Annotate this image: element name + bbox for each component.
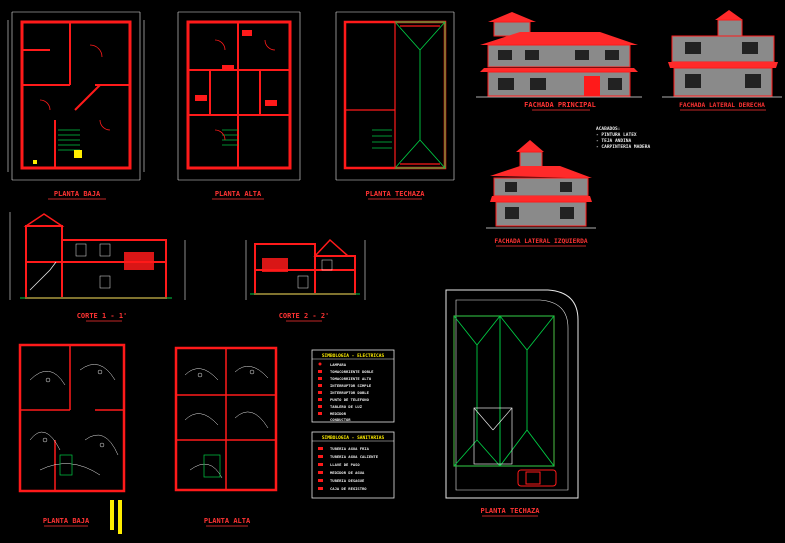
fachada-lateral-izquierda: FACHADA LATERAL IZQUIERDA — [486, 140, 596, 247]
sheet-title: PLANTA ALTA — [204, 517, 251, 525]
sheet-title: FACHADA LATERAL DERECHA — [679, 102, 765, 109]
notes-block: ACABADOS: - PINTURA LATEX - TEJA ANDINA … — [596, 126, 650, 150]
svg-text:ACABADOS:: ACABADOS: — [596, 126, 620, 132]
fachada-principal: FACHADA PRINCIPAL — [476, 12, 642, 111]
planta-alta-plan: PLANTA ALTA — [177, 11, 301, 200]
svg-text:TUBERIA AGUA CALIENTE: TUBERIA AGUA CALIENTE — [330, 454, 379, 459]
svg-text:TABLERO DE LUZ: TABLERO DE LUZ — [330, 404, 363, 409]
svg-text:LAMPARA: LAMPARA — [330, 362, 347, 367]
instalaciones-planta-alta: PLANTA ALTA — [174, 346, 278, 527]
corte-2-section: CORTE 2 - 2' — [245, 238, 366, 322]
sheet-title: PLANTA TECHAZA — [365, 190, 425, 198]
svg-text:CAJA DE REGISTRO: CAJA DE REGISTRO — [330, 486, 367, 491]
planta-baja-plan: PLANTA BAJA — [7, 11, 145, 200]
svg-text:CONDUCTOR: CONDUCTOR — [330, 417, 351, 422]
svg-text:SIMBOLOGIA - SANITARIAS: SIMBOLOGIA - SANITARIAS — [322, 435, 385, 441]
svg-text:MEDIDOR DE AGUA: MEDIDOR DE AGUA — [330, 470, 365, 475]
svg-text:MEDIDOR: MEDIDOR — [330, 411, 347, 416]
sheet-title: PLANTA ALTA — [215, 190, 262, 198]
svg-text:INTERRUPTOR DOBLE: INTERRUPTOR DOBLE — [330, 390, 370, 395]
sheet-title: CORTE 2 - 2' — [279, 312, 330, 320]
svg-text:TUBERIA AGUA FRIA: TUBERIA AGUA FRIA — [330, 446, 370, 451]
svg-text:TOMACORRIENTE ALTO: TOMACORRIENTE ALTO — [330, 376, 372, 381]
svg-text:PUNTO DE TELEFONO: PUNTO DE TELEFONO — [330, 397, 370, 402]
site-plan: PLANTA TECHAZA — [445, 289, 579, 517]
sheet-title: FACHADA PRINCIPAL — [524, 101, 596, 109]
svg-text:TUBERIA DESAGUE: TUBERIA DESAGUE — [330, 478, 365, 483]
legend-electrico: SIMBOLOGIA - ELECTRICAS LAMPARA TOMACORR… — [311, 349, 395, 423]
legend-sanitario: SIMBOLOGIA - SANITARIAS TUBERIA AGUA FRI… — [311, 431, 395, 499]
svg-text:INTERRUPTOR SIMPLE: INTERRUPTOR SIMPLE — [330, 383, 372, 388]
sheet-title: PLANTA TECHAZA — [480, 507, 540, 515]
svg-text:- PINTURA LATEX: - PINTURA LATEX — [596, 132, 637, 138]
sheet-title: PLANTA BAJA — [43, 517, 90, 525]
svg-text:TOMACORRIENTE DOBLE: TOMACORRIENTE DOBLE — [330, 369, 374, 374]
svg-text:LLAVE DE PASO: LLAVE DE PASO — [330, 462, 360, 467]
sheet-title: CORTE 1 - 1' — [77, 312, 128, 320]
svg-text:- CARPINTERIA MADERA: - CARPINTERIA MADERA — [596, 144, 650, 150]
sheet-title: PLANTA BAJA — [54, 190, 101, 198]
corte-1-section: CORTE 1 - 1' — [9, 212, 186, 322]
sheet-title: FACHADA LATERAL IZQUIERDA — [494, 238, 587, 245]
fachada-lateral-derecha: FACHADA LATERAL DERECHA — [662, 10, 782, 111]
instalaciones-planta-baja: PLANTA BAJA — [18, 343, 126, 534]
svg-text:SIMBOLOGIA - ELECTRICAS: SIMBOLOGIA - ELECTRICAS — [322, 353, 385, 359]
planta-techos-plan: PLANTA TECHAZA — [335, 11, 455, 200]
svg-text:- TEJA ANDINA: - TEJA ANDINA — [596, 138, 632, 144]
